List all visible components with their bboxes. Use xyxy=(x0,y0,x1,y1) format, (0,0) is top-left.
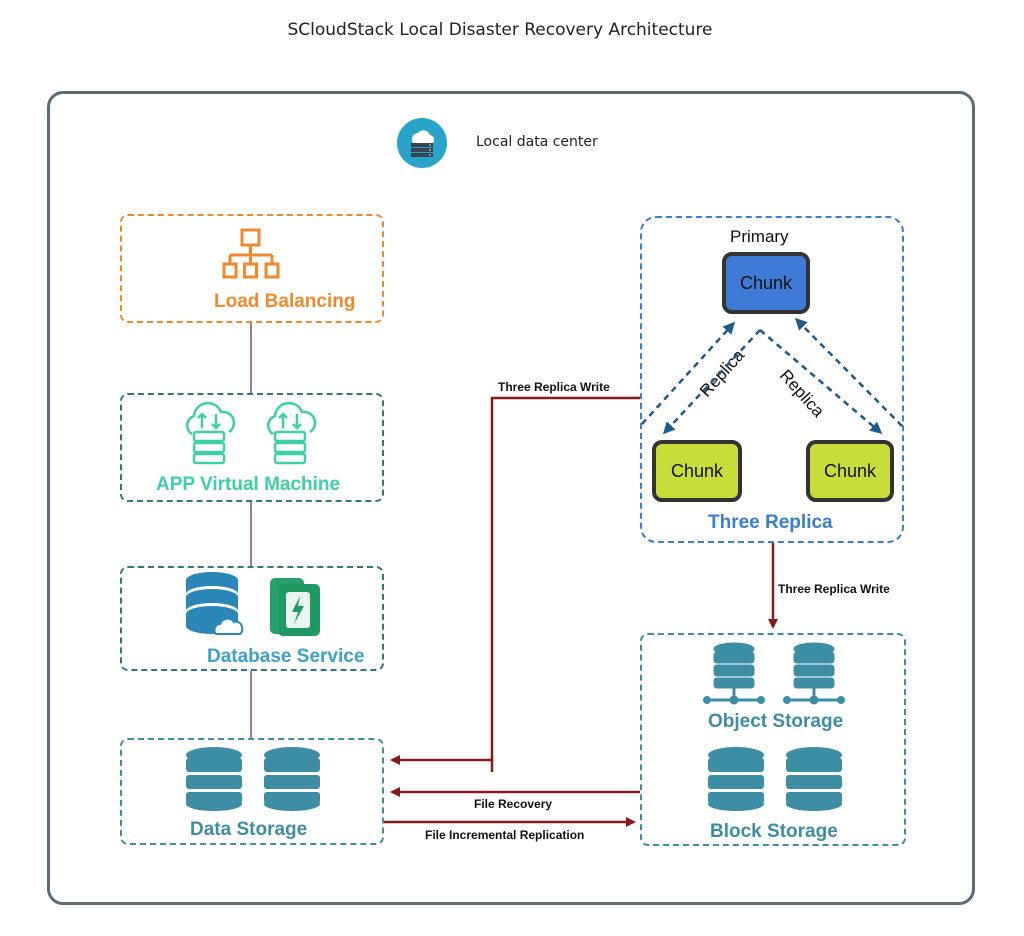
three-replica-box xyxy=(640,216,904,543)
primary-chunk: Chunk xyxy=(722,252,810,314)
replica-chunk-left: Chunk xyxy=(652,440,742,502)
replica-arrow-right-down xyxy=(759,329,883,434)
network-tree-icon xyxy=(222,228,280,282)
edge-replica-write-left xyxy=(390,396,640,765)
app-vm-label: APP Virtual Machine xyxy=(156,474,341,495)
storage-box xyxy=(640,633,906,846)
cloud-database-icon xyxy=(182,570,252,640)
cloud-server-icon xyxy=(397,118,447,168)
edge-label-file-recovery: File Recovery xyxy=(474,797,553,811)
database-node-icon xyxy=(703,642,765,708)
database-icon xyxy=(262,746,322,812)
cloud-server-icon xyxy=(259,401,321,468)
object-storage-label: Object Storage xyxy=(708,711,844,732)
local-data-center-frame xyxy=(47,91,975,905)
replica-arrow-left-up xyxy=(641,321,736,425)
cloud-server-icon xyxy=(178,401,240,468)
data-storage-label: Data Storage xyxy=(190,819,308,840)
replica-arrow-left-down xyxy=(662,329,761,435)
edge-label-file-incremental: File Incremental Replication xyxy=(425,828,585,842)
database-icon xyxy=(184,746,244,812)
database-icon xyxy=(784,746,844,812)
database-icon xyxy=(706,746,766,812)
primary-label: Primary xyxy=(730,227,789,246)
edge-label-replica-write-down: Three Replica Write xyxy=(778,582,890,596)
edge-label-replica-write-left: Three Replica Write xyxy=(498,380,610,394)
database-node-icon xyxy=(783,642,845,708)
load-balancing-label: Load Balancing xyxy=(214,291,356,312)
replica-chunk-right: Chunk xyxy=(806,440,894,502)
database-service-label: Database Service xyxy=(207,646,365,667)
battery-icon xyxy=(268,574,324,638)
app-vm-box xyxy=(120,393,384,502)
data-storage-box xyxy=(120,738,384,845)
load-balancing-box xyxy=(120,214,384,323)
three-replica-label: Three Replica xyxy=(708,512,833,533)
data-center-label: Local data center xyxy=(476,134,598,150)
diagram-title: SCloudStack Local Disaster Recovery Arch… xyxy=(287,20,713,40)
block-storage-label: Block Storage xyxy=(710,821,838,842)
database-service-box xyxy=(120,566,384,671)
replica-arrow-right-up xyxy=(794,317,903,427)
